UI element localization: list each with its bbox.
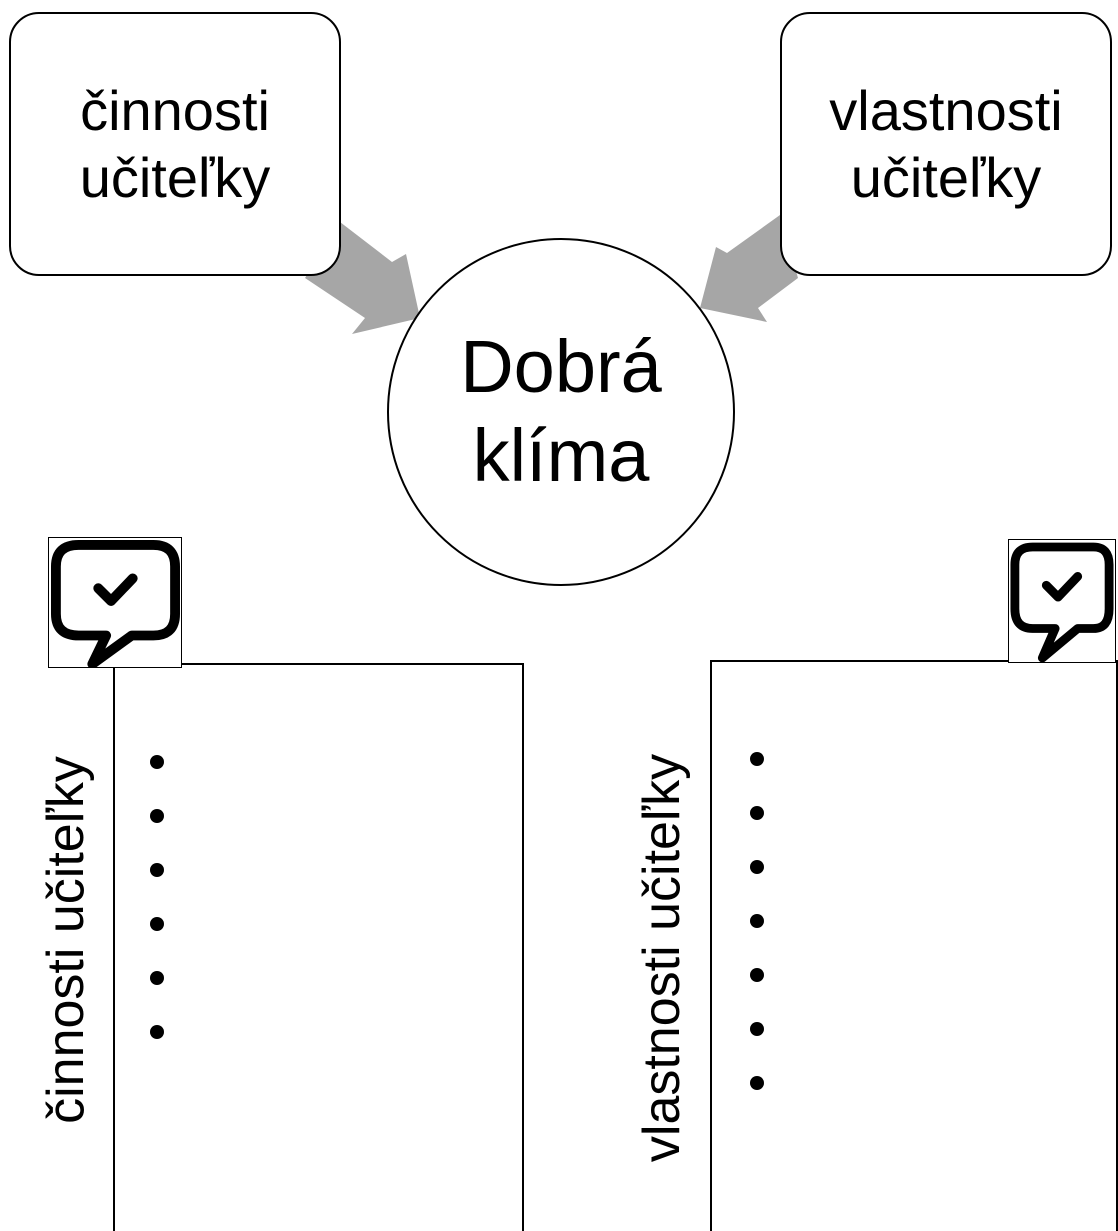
speech-bubble-check-icon: [1008, 539, 1116, 663]
box-teacher-activities-line2: učiteľky: [79, 146, 271, 209]
arrow-right-to-center: [700, 215, 798, 322]
panel-teacher-qualities: [710, 660, 1118, 1231]
box-teacher-qualities-line2: učiteľky: [850, 146, 1042, 209]
speech-bubble-check-icon: [48, 537, 182, 668]
box-teacher-activities: činnosti učiteľky: [9, 12, 341, 276]
center-circle-line2: klíma: [472, 414, 650, 497]
box-teacher-qualities-line1: vlastnosti: [829, 78, 1063, 142]
center-circle-good-climate: Dobrá klíma: [387, 238, 735, 586]
panel-teacher-activities: [113, 663, 524, 1231]
center-circle-line1: Dobrá: [460, 325, 662, 409]
box-teacher-activities-line1: činnosti: [80, 78, 270, 142]
box-teacher-qualities: vlastnosti učiteľky: [780, 12, 1112, 276]
